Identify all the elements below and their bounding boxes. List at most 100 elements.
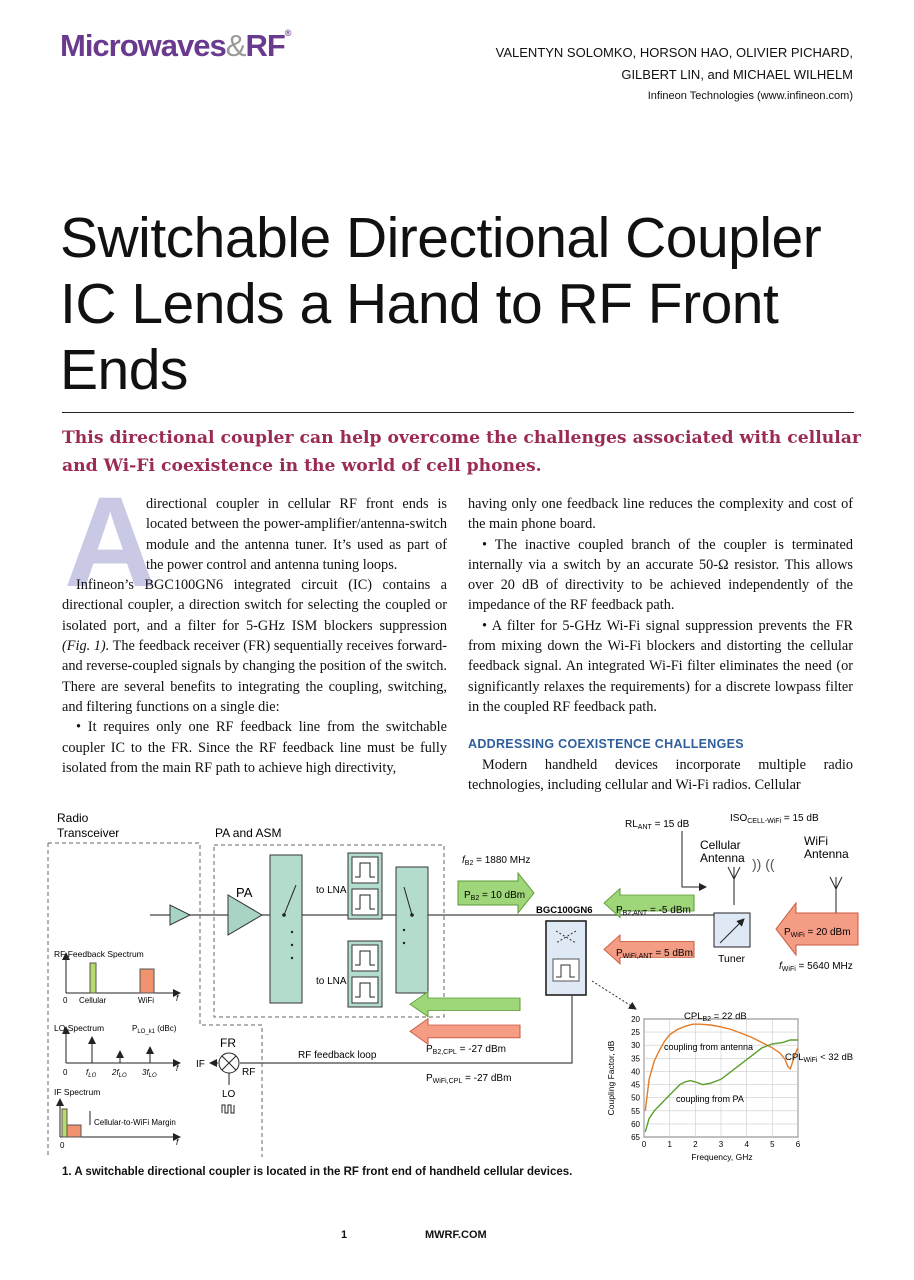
chart-x-tick-label: 1 xyxy=(667,1140,672,1149)
f-b2-label: fB2 = 1880 MHz xyxy=(462,855,530,867)
p-b2-ant-arrow xyxy=(603,887,695,919)
right-column: having only one feedback line reduces th… xyxy=(468,494,853,795)
pa-series-label: coupling from PA xyxy=(676,1094,744,1104)
rf-feedback-loop-label: RF feedback loop xyxy=(298,1050,377,1061)
p-lo-label: PLO_k1 (dBc) xyxy=(132,1024,177,1035)
drop-cap: A xyxy=(64,471,157,614)
3flo-label: 3fLO xyxy=(142,1068,157,1079)
chart-y-tick-label: 40 xyxy=(631,1067,640,1076)
if-spectrum-label: IF Spectrum xyxy=(54,1087,100,1097)
lo-port-label: LO xyxy=(222,1089,236,1100)
p-wifi-arrow xyxy=(775,901,859,957)
antenna-tuner xyxy=(713,912,751,948)
magazine-logo: Microwaves&RF® xyxy=(60,28,292,64)
paragraph-continued: having only one feedback line reduces th… xyxy=(468,496,853,533)
if-port-label: IF xyxy=(196,1059,205,1070)
rl-ant-pointer xyxy=(681,831,707,891)
power-amplifier xyxy=(227,894,263,936)
cellular-axis-label: Cellular xyxy=(79,996,106,1005)
chart-y-tick-label: 30 xyxy=(631,1041,640,1050)
lo-spectrum-label: LO Spectrum xyxy=(54,1023,104,1033)
chart-x-tick-label: 5 xyxy=(770,1140,775,1149)
p-wifi-ant-arrow xyxy=(603,933,695,965)
p-wifi-cpl-arrow xyxy=(409,1017,521,1046)
wifi-antenna-label-2: Antenna xyxy=(804,847,849,861)
chart-y-tick-label: 55 xyxy=(631,1107,640,1116)
paragraph-coexistence: Modern handheld devices incorporate mult… xyxy=(468,756,853,793)
f-axis-label-1: f xyxy=(176,994,179,1003)
bgc100gn6-ic xyxy=(545,920,587,996)
driver-amplifier xyxy=(169,904,192,926)
cpl-wifi-annotation: CPLWiFi < 32 dB xyxy=(785,1052,853,1064)
cpl-b2-annotation: CPLB2 = 22 dB xyxy=(684,1011,747,1023)
chart-x-axis-label: Frequency, GHz xyxy=(691,1152,752,1162)
figure-1-diagram: Radio Transceiver PA and ASM PA to LNA t… xyxy=(47,811,859,1162)
rf-feedback-spectrum-label: RF Feedback Spectrum xyxy=(54,949,144,959)
chart-y-tick-label: 50 xyxy=(631,1094,640,1103)
paragraph-bullet-1: • It requires only one RF feedback line … xyxy=(62,719,447,776)
rf-feedback-path xyxy=(240,995,573,1064)
chart-y-tick-label: 60 xyxy=(631,1120,640,1129)
transceiver-boundary xyxy=(48,842,263,1157)
antenna-switch xyxy=(395,866,429,994)
author-list: VALENTYN SOLOMKO, HORSON HAO, OLIVIER PI… xyxy=(433,42,853,86)
pa-label: PA xyxy=(236,885,253,900)
p-wifi-cpl-label: PWiFi,CPL = -27 dBm xyxy=(426,1073,511,1085)
cellular-antenna-label-2: Antenna xyxy=(700,851,745,865)
svg-text:f: f xyxy=(176,1138,179,1147)
chart-y-tick-label: 20 xyxy=(631,1015,640,1024)
rf-port-label: RF xyxy=(242,1067,255,1078)
zero-label-1: 0 xyxy=(63,996,68,1005)
chart-y-tick-label: 25 xyxy=(631,1028,640,1037)
p-b2-arrow xyxy=(457,871,535,915)
if-cellular-bar xyxy=(61,1108,68,1138)
paragraph-intro: directional coupler in cellular RF front… xyxy=(146,496,447,573)
p-wifi-label: PWiFi = 20 dBm xyxy=(784,927,851,939)
p-b2-cpl-label: PB2,CPL = -27 dBm xyxy=(426,1044,506,1056)
chart-y-tick-label: 35 xyxy=(631,1054,640,1063)
antenna-series-label: coupling from antenna xyxy=(664,1042,753,1052)
registered-mark: ® xyxy=(284,28,292,38)
p-b2-cpl-arrow xyxy=(409,990,521,1018)
chart-series-line-1 xyxy=(644,1023,799,1111)
svg-text:0: 0 xyxy=(63,1068,68,1077)
wifi-antenna-label-1: WiFi xyxy=(804,834,828,848)
pa-asm-boundary xyxy=(213,844,445,1018)
pa-asm-label: PA and ASM xyxy=(215,826,282,840)
cellular-to-wifi-margin-label: Cellular-to-WiFi Margin xyxy=(94,1118,176,1127)
chart-series-line-2 xyxy=(644,1039,798,1132)
wifi-antenna-icon xyxy=(829,876,843,917)
p-b2-label: PB2 = 10 dBm xyxy=(464,890,525,902)
wifi-axis-label: WiFi xyxy=(138,996,154,1005)
affiliation: Infineon Technologies (www.infineon.com) xyxy=(647,90,853,102)
lo-clock-icon xyxy=(221,1104,235,1114)
rl-ant-label: RLANT = 15 dB xyxy=(625,819,690,831)
authors-line-2: GILBERT LIN, and MICHAEL WILHELM xyxy=(621,67,853,82)
figure-reference: (Fig. 1). xyxy=(62,638,110,655)
to-lna-label-1: to LNA xyxy=(316,885,347,896)
chart-x-tick-label: 0 xyxy=(642,1140,647,1149)
figure-caption: 1. A switchable directional coupler is l… xyxy=(62,1166,573,1178)
tuner-label: Tuner xyxy=(718,953,746,965)
cellular-antenna-icon xyxy=(727,866,741,905)
p-b2-ant-label: PB2,ANT = -5 dBm xyxy=(616,905,691,917)
ic-name-label: BGC100GN6 xyxy=(536,905,593,916)
chart-x-tick-label: 3 xyxy=(719,1140,724,1149)
chart-y-tick-label: 65 xyxy=(631,1133,640,1142)
radio-label: Radio xyxy=(57,811,89,825)
paragraph-bullet-2: • The inactive coupled branch of the cou… xyxy=(468,536,853,614)
wifi-spectrum-bar xyxy=(139,968,155,994)
title-rule xyxy=(62,412,854,413)
svg-text:0: 0 xyxy=(60,1141,65,1150)
article-title: Switchable Directional Coupler IC Lends … xyxy=(60,206,822,402)
paragraph-bullet-3: • A filter for 5-GHz Wi-Fi signal suppre… xyxy=(468,617,853,715)
chart-y-axis-label: Coupling Factor, dB xyxy=(606,1040,616,1115)
left-column: directional coupler in cellular RF front… xyxy=(62,494,447,778)
authors-line-1: VALENTYN SOLOMKO, HORSON HAO, OLIVIER PI… xyxy=(495,45,853,60)
if-wifi-bar xyxy=(66,1124,82,1138)
chart-grid xyxy=(643,1018,799,1138)
chart-x-tick-label: 2 xyxy=(693,1140,698,1149)
